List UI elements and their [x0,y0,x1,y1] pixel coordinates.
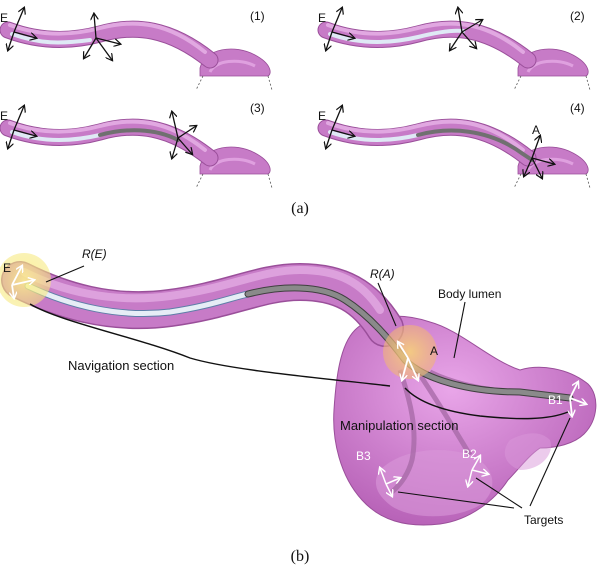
articulation-frame-leader [377,282,397,327]
target-leader [475,477,523,509]
navigation-bracket [29,303,391,387]
catheter [328,130,420,142]
catheter [10,130,102,142]
panel-number: (2) [570,9,585,23]
target-b2-arrows-icon [468,456,488,486]
point-label: A [532,123,540,137]
frame-arrows-icon [8,8,36,50]
navigation-label: Navigation section [68,358,174,373]
panel-3: E (3) [0,101,272,188]
frame-arrows-icon [8,106,36,148]
frame-arrows-icon [524,136,554,178]
articulation-frame-arrows-icon [398,342,418,380]
entry-label: E [318,11,326,25]
catheter [10,32,92,45]
manipulation-label: Manipulation section [340,418,459,433]
right-lobe [504,433,551,470]
vessel-highlight [20,265,384,314]
target-leader [397,491,515,509]
entry-label: E [0,109,8,123]
entry-frame-label: R(E) [82,247,107,261]
catheter-distal [416,128,534,162]
body-lumen-label: Body lumen [438,287,501,301]
target-b3-label: B3 [356,449,371,463]
target-b2-label: B2 [462,447,477,461]
branch-channel [417,373,473,457]
caption-a: (a) [291,200,309,217]
articulation-highlight [383,325,437,379]
articulation-label: A [430,344,438,358]
body-lumen-leader [453,301,466,359]
entry-frame-arrows-icon [12,266,34,298]
entry-label: E [3,261,11,275]
panel-b: E R(E) R(A) A Body lumen Navigation sect… [0,247,597,527]
manipulation-bracket [404,387,569,420]
frame-arrows-icon [172,112,196,158]
target-b3-arrows-icon [380,468,400,496]
panel-4: E A (4) [318,101,590,188]
target-leader [529,417,571,507]
lower-lobe [375,450,493,517]
frame-arrows-icon [84,14,120,60]
catheter-distal [245,285,573,401]
frame-arrows-icon [326,106,354,148]
target-b1-arrows-icon [570,382,586,416]
frame-arrows-icon [326,8,354,50]
catheter-distal [98,128,180,142]
articulation-frame-label: R(A) [370,267,395,281]
panel-number: (1) [250,9,265,23]
entry-label: E [0,11,8,25]
entry-label: E [318,109,326,123]
panel-2: E (2) [318,8,590,90]
entry-frame-leader [45,265,85,283]
targets-label: Targets [524,513,563,527]
frame-arrows-icon [450,8,482,50]
caption-b: (b) [291,548,310,565]
target-b1-label: B1 [548,393,563,407]
panel-number: (3) [250,101,265,115]
panel-number: (4) [570,101,585,115]
panel-1: E (1) [0,8,272,90]
catheter-proximal [25,283,251,317]
